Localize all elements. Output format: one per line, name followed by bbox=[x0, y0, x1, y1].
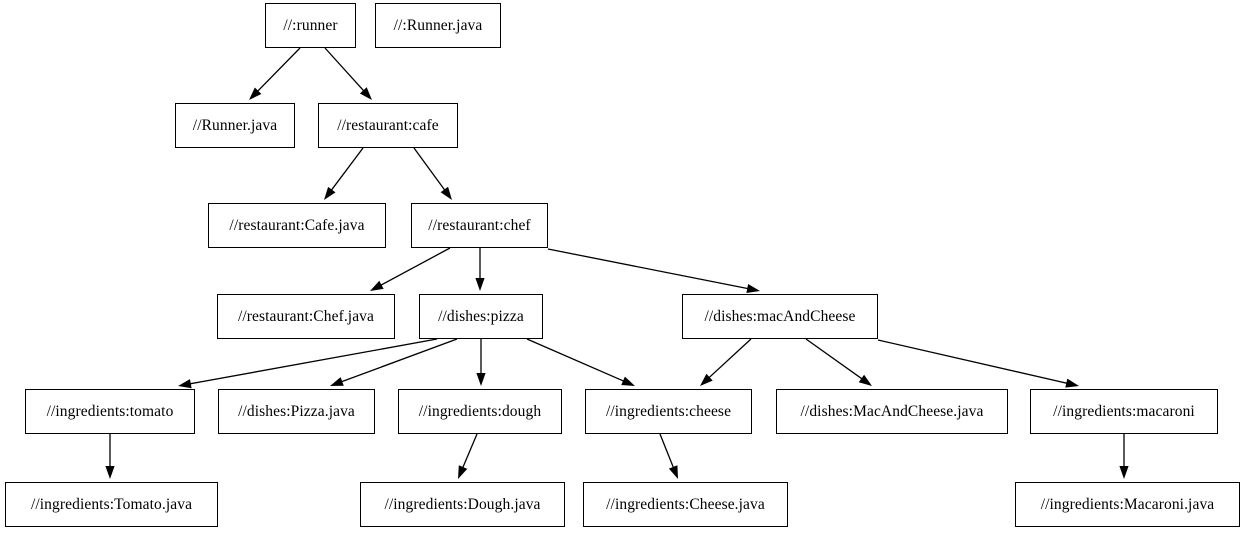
graph-node-label: //ingredients:Macaroni.java bbox=[1040, 495, 1215, 513]
graph-node-label: //ingredients:Dough.java bbox=[384, 495, 541, 513]
graph-node-ing_cheese[interactable]: //ingredients:cheese bbox=[585, 389, 752, 434]
graph-node-ing_dough[interactable]: //ingredients:dough bbox=[398, 389, 562, 434]
graph-edge-dishes_macandcheese-to-ing_macaroni bbox=[877, 339, 1079, 388]
graph-node-label: //restaurant:Chef.java bbox=[237, 307, 375, 325]
graph-edge-restaurant_chef-to-dishes_macandcheese bbox=[547, 248, 760, 293]
graph-node-runner_java[interactable]: //Runner.java bbox=[175, 103, 295, 148]
graph-edge-dishes_pizza-to-ing_cheese bbox=[526, 338, 635, 386]
graph-node-restaurant_chef[interactable]: //restaurant:chef bbox=[411, 203, 548, 248]
graph-node-ing_dough_java[interactable]: //ingredients:Dough.java bbox=[360, 482, 565, 527]
graph-node-ing_tomato[interactable]: //ingredients:tomato bbox=[25, 389, 195, 434]
graph-edge-ing_macaroni-to-ing_macaroni_java bbox=[1119, 434, 1129, 479]
graph-node-label: //:runner bbox=[283, 16, 338, 34]
graph-node-label: //restaurant:Cafe.java bbox=[229, 216, 365, 234]
graph-node-label: //ingredients:cheese bbox=[605, 402, 732, 420]
graph-edge-restaurant_cafe-to-restaurant_chef bbox=[413, 147, 452, 200]
graph-node-label: //restaurant:cafe bbox=[337, 116, 439, 134]
graph-node-dishes_pizza[interactable]: //dishes:pizza bbox=[419, 294, 543, 339]
graph-edge-restaurant_cafe-to-restaurant_cafe_java bbox=[324, 147, 364, 200]
graph-node-runner[interactable]: //:runner bbox=[265, 3, 356, 48]
graph-node-label: //ingredients:Tomato.java bbox=[30, 495, 193, 513]
graph-node-ing_macaroni_java[interactable]: //ingredients:Macaroni.java bbox=[1015, 482, 1240, 527]
graph-node-label: //ingredients:Cheese.java bbox=[606, 495, 765, 513]
graph-node-ing_tomato_java[interactable]: //ingredients:Tomato.java bbox=[5, 482, 218, 527]
graph-node-dishes_macandcheese[interactable]: //dishes:macAndCheese bbox=[682, 294, 878, 339]
graph-node-label: //:Runner.java bbox=[393, 16, 483, 34]
graph-node-ing_macaroni[interactable]: //ingredients:macaroni bbox=[1030, 389, 1218, 434]
graph-node-label: //Runner.java bbox=[192, 116, 278, 134]
graph-node-dishes_mac_java[interactable]: //dishes:MacAndCheese.java bbox=[776, 389, 1008, 434]
graph-edge-ing_tomato-to-ing_tomato_java bbox=[105, 434, 115, 479]
graph-node-ing_cheese_java[interactable]: //ingredients:Cheese.java bbox=[583, 482, 788, 527]
graph-node-root_runner_java[interactable]: //:Runner.java bbox=[375, 3, 501, 48]
graph-edge-ing_cheese-to-ing_cheese_java bbox=[659, 433, 678, 479]
graph-node-label: //ingredients:macaroni bbox=[1053, 402, 1195, 420]
graph-edge-dishes_macandcheese-to-dishes_mac_java bbox=[805, 338, 872, 386]
graph-edge-runner-to-restaurant_cafe bbox=[324, 47, 372, 100]
graph-edge-dishes_macandcheese-to-ing_cheese bbox=[700, 338, 752, 386]
graph-edge-dishes_pizza-to-dishes_pizza_java bbox=[330, 338, 458, 386]
graph-node-label: //dishes:pizza bbox=[438, 307, 524, 325]
graph-node-restaurant_cafe[interactable]: //restaurant:cafe bbox=[318, 103, 458, 148]
graph-node-restaurant_chef_java[interactable]: //restaurant:Chef.java bbox=[217, 294, 395, 339]
graph-node-label: //ingredients:tomato bbox=[46, 402, 174, 420]
graph-node-label: //ingredients:dough bbox=[418, 402, 542, 420]
graph-edge-restaurant_chef-to-restaurant_chef_java bbox=[370, 247, 451, 291]
graph-node-label: //dishes:MacAndCheese.java bbox=[800, 402, 984, 420]
graph-edge-dishes_pizza-to-ing_tomato bbox=[178, 338, 438, 389]
graph-node-dishes_pizza_java[interactable]: //dishes:Pizza.java bbox=[218, 389, 375, 434]
graph-edge-ing_dough-to-ing_dough_java bbox=[458, 433, 478, 479]
graph-edge-restaurant_chef-to-dishes_pizza bbox=[475, 248, 485, 291]
graph-edge-dishes_pizza-to-ing_dough bbox=[476, 339, 486, 386]
graph-node-label: //restaurant:chef bbox=[428, 216, 531, 234]
graph-node-restaurant_cafe_java[interactable]: //restaurant:Cafe.java bbox=[208, 203, 386, 248]
graph-node-label: //dishes:Pizza.java bbox=[238, 402, 355, 420]
graph-node-label: //dishes:macAndCheese bbox=[704, 307, 856, 325]
graph-edge-runner-to-runner_java bbox=[249, 47, 301, 100]
